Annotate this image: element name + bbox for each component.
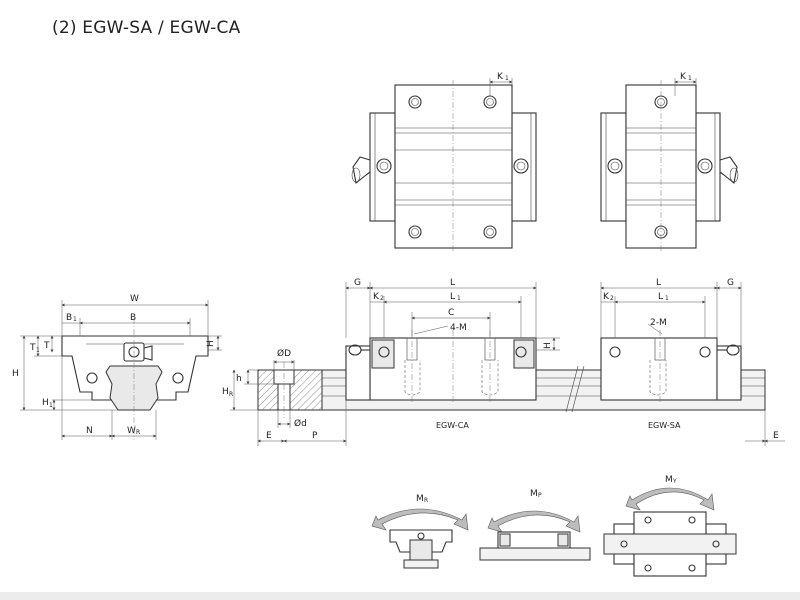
svg-text:M: M [530,489,538,499]
moment-my: M Y [603,475,737,577]
footer-band [0,592,800,600]
svg-text:1: 1 [665,295,669,302]
label-l1: L [450,292,455,302]
svg-text:1: 1 [49,402,53,409]
label-b1: B [66,313,72,323]
top-view-sa: K 1 [600,72,739,252]
moment-mr: M R [371,494,469,569]
label-w: W [130,294,139,304]
label-n: N [86,426,93,436]
svg-text:M: M [665,475,673,485]
label-e: E [266,431,272,441]
label-t: T [43,341,50,351]
page-title: (2) EGW-SA / EGW-CA [52,18,241,38]
label-egw-sa: EGW-SA [648,421,681,430]
svg-text:R: R [136,429,140,436]
svg-text:R: R [424,497,428,504]
label-4m: 4-M [450,323,467,333]
svg-text:1: 1 [36,347,40,354]
svg-text:P: P [538,492,542,499]
svg-text:Y: Y [672,478,677,485]
svg-text:M: M [416,494,424,504]
label-l: L [450,278,455,288]
moment-mp: M P [479,489,591,561]
label-small-h: h [236,374,242,384]
label-k1: K [497,72,504,82]
label-l-sa: L [656,278,661,288]
label-dd: ØD [277,348,291,359]
svg-text:R: R [229,391,233,398]
label-h: H [12,369,19,379]
label-hr: H [222,387,229,397]
label-wr: W [127,426,136,436]
label-h2: H [206,340,216,347]
top-view-ca: K 1 [351,72,537,252]
label-2m: 2-M [650,318,667,328]
side-view: G L L 1 K 2 C 4-M L G K 2 L 1 2-M [222,278,785,446]
label-c: C [448,308,454,318]
label-e-right: E [773,431,779,441]
label-g-sa: G [727,278,734,288]
label-h2-side: H [543,342,553,349]
svg-text:1: 1 [505,75,509,82]
label-g: G [354,278,361,288]
label-t1: T [29,343,36,353]
label-k1-sa: K [680,72,687,82]
label-l1-sa: L [658,292,663,302]
svg-text:2: 2 [380,295,384,302]
label-h1: H [42,398,49,408]
end-view: W B B 1 H T 1 T H 1 H N [12,294,222,440]
svg-text:1: 1 [457,295,461,302]
svg-text:1: 1 [73,316,77,323]
label-k2: K [373,292,380,302]
svg-text:1: 1 [688,75,692,82]
label-k2-sa: K [603,292,610,302]
label-egw-ca: EGW-CA [436,421,469,430]
label-small-d: Ød [294,418,307,429]
svg-text:2: 2 [610,295,614,302]
label-b: B [130,313,136,323]
label-p: P [312,431,318,441]
